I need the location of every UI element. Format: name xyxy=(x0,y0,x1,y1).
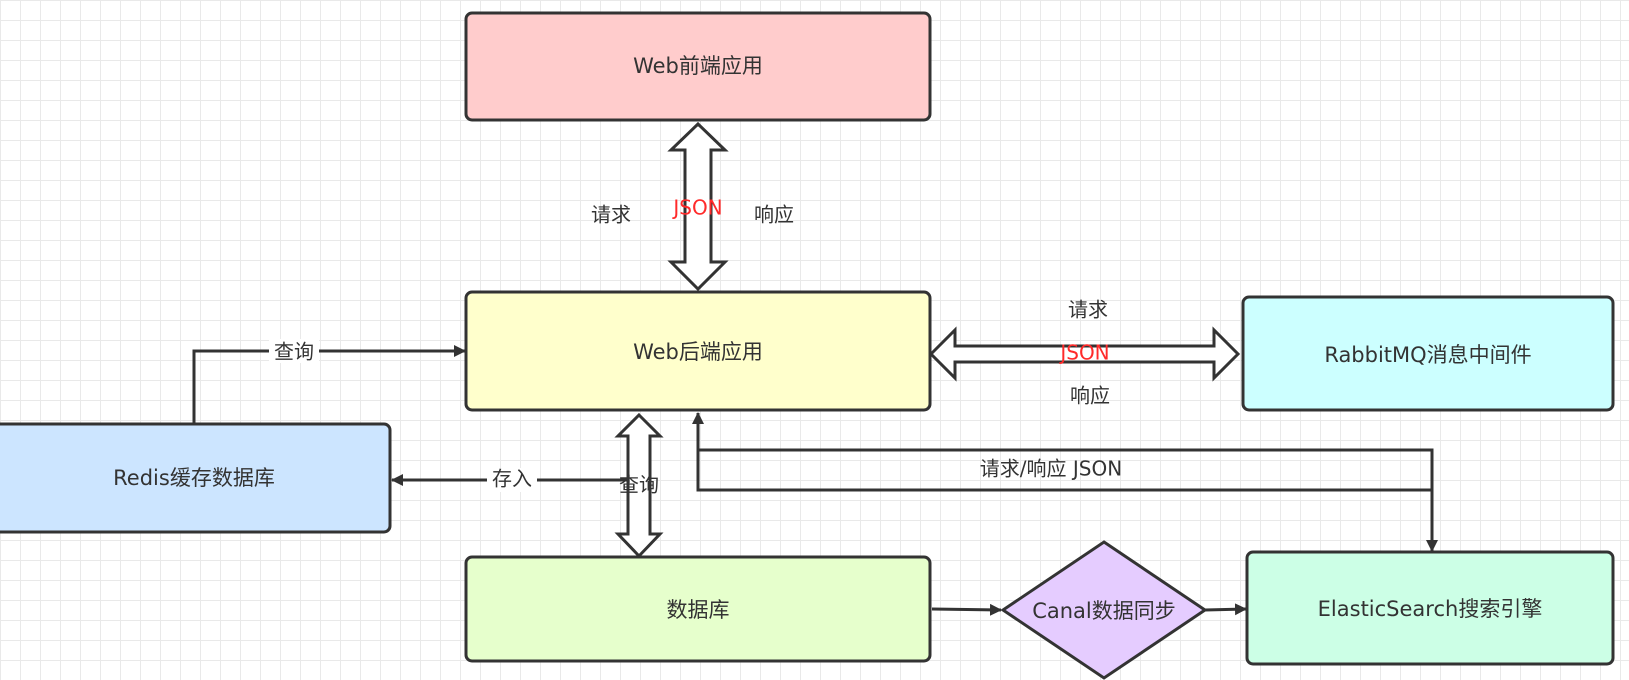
redis-label: Redis缓存数据库 xyxy=(113,466,275,490)
backend-rabbitmq-request-label: 请求 xyxy=(1068,298,1108,322)
canal-diamond xyxy=(1000,540,1208,680)
redis-box xyxy=(0,422,392,534)
canal-to-es-arrow xyxy=(1204,603,1247,616)
backend-es-response-line xyxy=(698,448,1438,552)
redis-query-label: 查询 xyxy=(274,340,314,364)
backend-rabbitmq-json-label: JSON xyxy=(1058,341,1109,365)
web-frontend-label: Web前端应用 xyxy=(633,54,763,78)
backend-es-request-line xyxy=(696,414,1432,492)
web-frontend-box xyxy=(464,11,932,122)
web-backend-node[interactable]: Web后端应用 xyxy=(464,290,932,412)
elasticsearch-node[interactable]: ElasticSearch搜索引擎 xyxy=(1245,550,1615,666)
elasticsearch-box xyxy=(1245,550,1615,666)
redis-query-label-bg xyxy=(269,339,319,363)
rabbitmq-node[interactable]: RabbitMQ消息中间件 xyxy=(1241,295,1615,412)
backend-es-label: 请求/响应 JSON xyxy=(980,457,1122,481)
redis-store-label-bg xyxy=(487,468,537,492)
frontend-backend-connector xyxy=(667,121,729,292)
backend-rabbitmq-response-label: 响应 xyxy=(1070,384,1110,408)
elasticsearch-label: ElasticSearch搜索引擎 xyxy=(1318,597,1543,621)
database-box xyxy=(464,555,932,663)
web-backend-label: Web后端应用 xyxy=(633,340,763,364)
frontend-backend-response-label: 响应 xyxy=(754,203,794,227)
database-label: 数据库 xyxy=(667,598,730,622)
backend-rabbitmq-connector xyxy=(928,326,1241,382)
rabbitmq-label: RabbitMQ消息中间件 xyxy=(1324,343,1531,367)
web-frontend-node[interactable]: Web前端应用 xyxy=(464,11,932,122)
canal-node[interactable]: Canal数据同步 xyxy=(1000,540,1208,680)
frontend-backend-json-label: JSON xyxy=(671,196,722,220)
redis-to-backend-arrow xyxy=(192,345,466,424)
rabbitmq-box xyxy=(1241,295,1615,412)
canal-label: Canal数据同步 xyxy=(1032,599,1176,623)
redis-node[interactable]: Redis缓存数据库 xyxy=(0,422,392,534)
database-node[interactable]: 数据库 xyxy=(464,555,932,663)
database-to-canal-arrow xyxy=(931,603,1002,616)
redis-store-label: 存入 xyxy=(492,467,532,491)
database-query-label: 查询 xyxy=(619,473,659,497)
frontend-backend-request-label: 请求 xyxy=(591,203,631,227)
web-backend-box xyxy=(464,290,932,412)
